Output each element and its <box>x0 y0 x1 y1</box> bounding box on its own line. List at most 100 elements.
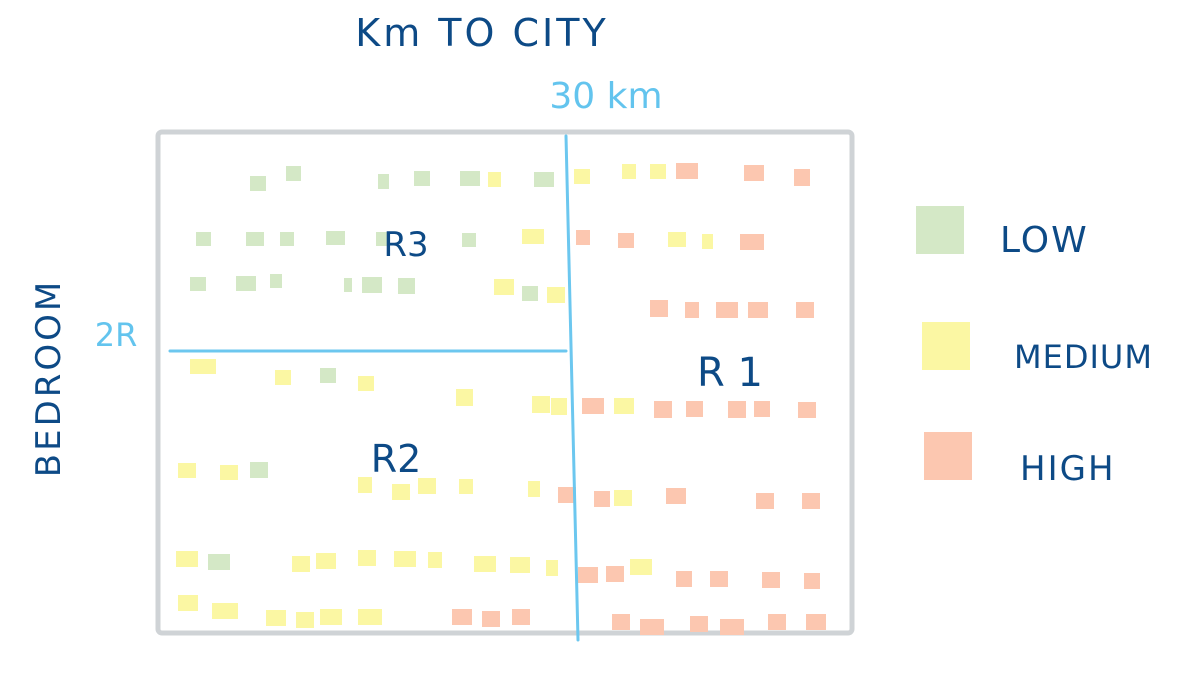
data-point-medium <box>358 376 374 391</box>
data-point-low <box>462 233 476 247</box>
data-point-low <box>378 174 389 189</box>
data-point-medium <box>418 478 436 494</box>
data-point-high <box>676 163 698 179</box>
data-point-low <box>246 232 264 246</box>
data-points <box>176 163 826 635</box>
data-point-low <box>270 274 282 288</box>
legend-label-low: LOW <box>1000 220 1089 261</box>
data-point-high <box>798 402 816 418</box>
data-point-medium <box>614 398 634 414</box>
legend-swatch-medium <box>922 322 970 370</box>
data-point-medium <box>622 164 636 179</box>
data-point-medium <box>650 164 666 179</box>
bedroom-threshold-label: 2R <box>95 316 138 354</box>
data-point-low <box>534 172 554 187</box>
data-point-high <box>802 493 820 509</box>
data-point-high <box>796 302 814 318</box>
plot-frame <box>155 129 855 636</box>
legend-swatch-low <box>916 206 964 254</box>
data-point-low <box>344 278 352 292</box>
data-point-medium <box>275 370 291 385</box>
data-point-medium <box>212 603 238 619</box>
data-point-medium <box>459 479 473 494</box>
data-point-medium <box>532 396 550 413</box>
data-point-medium <box>220 465 238 480</box>
distance-threshold-label: 30 km <box>549 76 662 117</box>
data-point-low <box>326 231 345 245</box>
data-point-low <box>460 171 480 186</box>
data-point-high <box>804 573 820 589</box>
data-point-medium <box>494 279 514 295</box>
data-point-medium <box>522 229 544 244</box>
data-point-medium <box>702 234 713 249</box>
data-point-high <box>748 302 768 318</box>
data-point-high <box>686 401 703 417</box>
data-point-medium <box>266 610 286 626</box>
data-point-medium <box>394 551 416 567</box>
region-label-r2: R2 <box>371 437 422 481</box>
data-point-low <box>398 278 415 294</box>
data-point-high <box>676 571 692 587</box>
data-point-low <box>286 166 301 181</box>
data-point-high <box>756 493 774 509</box>
data-point-high <box>794 169 810 186</box>
data-point-high <box>558 487 576 503</box>
data-point-low <box>250 176 266 191</box>
data-point-medium <box>292 556 310 572</box>
data-point-high <box>606 566 624 582</box>
data-point-high <box>582 398 604 414</box>
data-point-medium <box>528 481 540 497</box>
data-point-low <box>414 171 430 186</box>
data-point-medium <box>176 551 198 567</box>
data-point-high <box>666 488 686 504</box>
data-point-medium <box>630 559 652 575</box>
legend-swatch-high <box>924 432 972 480</box>
data-point-low <box>250 462 268 478</box>
data-point-high <box>578 567 598 583</box>
data-point-medium <box>316 553 336 569</box>
distance-threshold-line <box>564 134 580 642</box>
data-point-high <box>618 233 634 248</box>
data-point-medium <box>178 463 196 478</box>
data-point-high <box>482 611 500 627</box>
data-point-medium <box>614 490 632 506</box>
y-axis-label: BEDROOM <box>29 279 69 477</box>
data-point-medium <box>296 612 314 628</box>
data-point-medium <box>190 359 216 374</box>
data-point-medium <box>551 398 567 415</box>
data-point-high <box>754 401 770 417</box>
data-point-low <box>320 368 336 383</box>
data-point-high <box>716 302 738 318</box>
data-point-medium <box>574 169 590 184</box>
data-point-medium <box>358 477 372 493</box>
data-point-low <box>236 276 256 291</box>
data-point-medium <box>428 552 442 568</box>
data-point-medium <box>510 557 530 573</box>
data-point-high <box>594 491 610 507</box>
data-point-medium <box>456 389 473 406</box>
legend: LOW MEDIUM HIGH <box>916 206 1153 489</box>
data-point-high <box>612 614 630 630</box>
data-point-low <box>196 232 211 246</box>
data-point-high <box>806 614 826 630</box>
data-point-medium <box>320 609 342 625</box>
data-point-high <box>728 401 746 418</box>
data-point-medium <box>358 609 382 625</box>
data-point-high <box>650 300 668 317</box>
data-point-medium <box>474 556 496 572</box>
data-point-medium <box>358 550 376 566</box>
data-point-medium <box>392 484 410 500</box>
data-point-high <box>762 572 780 588</box>
data-point-medium <box>488 172 501 187</box>
data-point-high <box>720 619 744 635</box>
legend-label-medium: MEDIUM <box>1014 338 1153 376</box>
data-point-high <box>452 609 472 625</box>
data-point-high <box>710 571 728 587</box>
data-point-low <box>522 286 538 301</box>
diagram-title: Km TO CITY <box>355 11 608 55</box>
data-point-low <box>190 277 206 291</box>
data-point-high <box>512 609 530 625</box>
data-point-medium <box>668 232 686 247</box>
data-point-low <box>208 554 230 570</box>
